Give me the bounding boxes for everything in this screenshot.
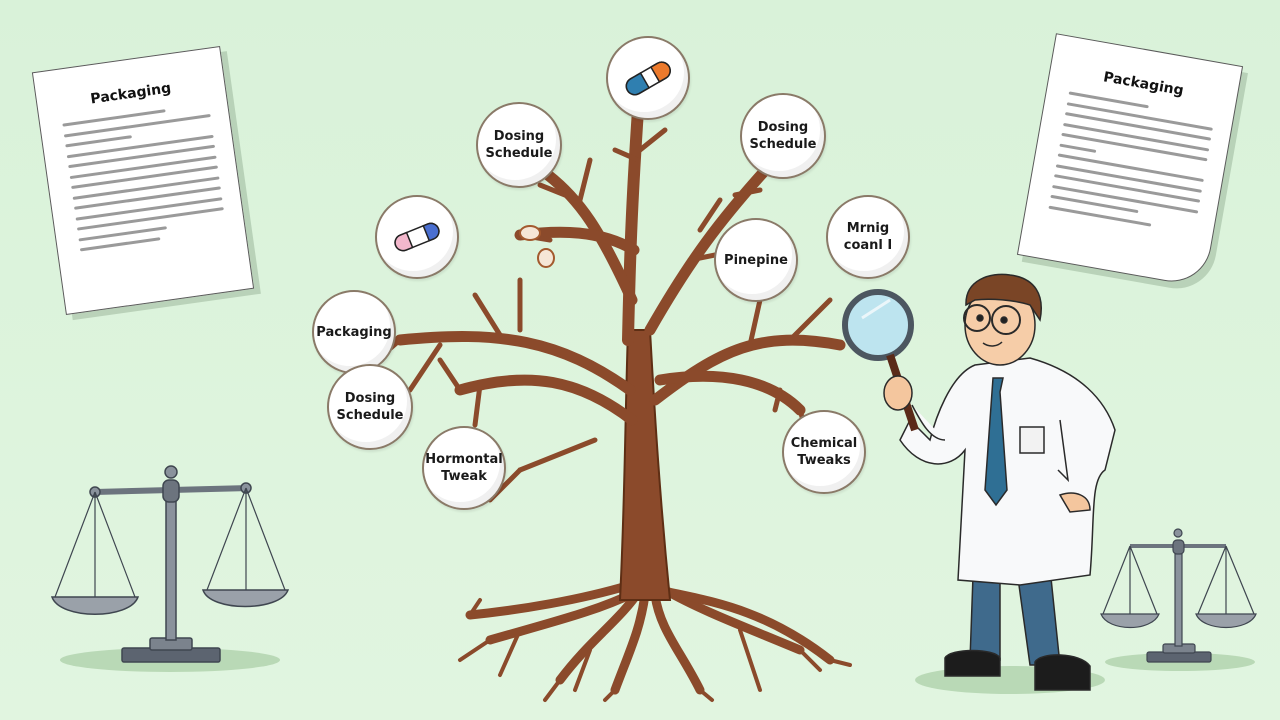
document-text-lines [1048, 91, 1215, 233]
scientist [842, 273, 1116, 691]
scale-left [50, 465, 290, 663]
capsule-pill-pink-blue-icon [394, 222, 440, 252]
node-left-pill [375, 195, 459, 279]
document-right: Packaging [1016, 33, 1244, 288]
node-pinepine: Pinepine [714, 218, 798, 302]
node-top-pill [606, 36, 690, 120]
document-left: Packaging [31, 45, 255, 316]
node-packaging: Packaging [312, 290, 396, 374]
scale-right [1100, 528, 1257, 663]
tree [362, 104, 852, 702]
capsule-pill-orange-blue-icon [625, 61, 671, 96]
document-text-lines [62, 103, 227, 252]
